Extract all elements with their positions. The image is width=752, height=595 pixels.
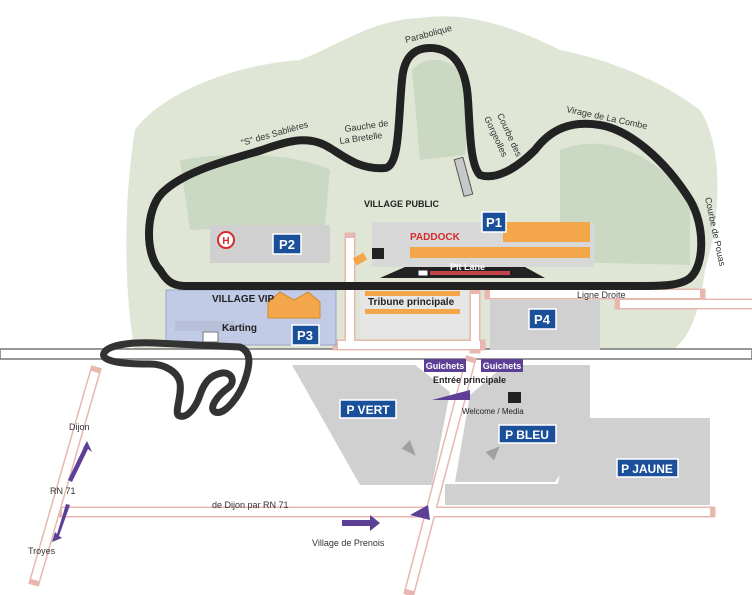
svg-text:Guichets: Guichets <box>426 361 465 371</box>
arrow-p-vert <box>401 440 416 456</box>
tribune-stand-2 <box>365 309 460 314</box>
arrow-from-prenois <box>342 515 380 531</box>
svg-text:P VERT: P VERT <box>346 403 390 417</box>
badge-p4: P4 <box>528 308 557 330</box>
badge-p-jaune: P JAUNE <box>616 458 679 478</box>
label-village-vip: VILLAGE VIP <box>212 294 275 305</box>
label-ligne-droite: Ligne Droite <box>577 290 626 300</box>
grass-parabolique <box>412 59 470 160</box>
paddock-buildings <box>352 222 590 266</box>
label-tribune: Tribune principale <box>368 297 455 308</box>
svg-text:P JAUNE: P JAUNE <box>621 462 673 476</box>
label-pit-lane: Pit Lane <box>450 262 485 272</box>
svg-text:H: H <box>222 236 229 247</box>
arrow-entrance <box>432 390 470 400</box>
bridge <box>453 156 474 198</box>
direction-arrows <box>52 390 470 542</box>
race-track <box>145 44 706 290</box>
label-karting: Karting <box>222 323 257 334</box>
helipad-icon: H <box>217 231 235 249</box>
badge-p-vert: P VERT <box>339 399 397 419</box>
arrow-to-troyes <box>52 504 70 542</box>
svg-text:P1: P1 <box>486 215 502 230</box>
label-village-public: VILLAGE PUBLIC <box>364 199 440 209</box>
pit-lane-kerbs <box>430 271 510 275</box>
svg-text:P4: P4 <box>534 312 551 327</box>
svg-text:Guichets: Guichets <box>483 361 522 371</box>
svg-text:P BLEU: P BLEU <box>505 428 549 442</box>
label-troyes: Troyes <box>28 546 56 556</box>
karting-track <box>100 339 253 420</box>
karting-building <box>175 321 235 343</box>
badge-p3: P3 <box>291 324 320 346</box>
guichets-badge-right: Guichets <box>481 359 523 372</box>
label-rn71: RN 71 <box>50 486 76 496</box>
parking-arrows <box>401 440 500 461</box>
vip-tent <box>267 291 321 319</box>
welcome-building-icon <box>508 392 521 403</box>
label-route-rn71: de Dijon par RN 71 <box>212 500 289 510</box>
grass-left <box>180 154 330 230</box>
arrow-p-bleu <box>485 446 500 461</box>
guichets-badge-left: Guichets <box>424 359 466 372</box>
badge-p1: P1 <box>481 211 507 233</box>
label-welcome: Welcome / Media <box>462 407 524 416</box>
badge-p-bleu: P BLEU <box>498 424 557 444</box>
label-prenois: Village de Prenois <box>312 538 385 548</box>
label-entree: Entrée principale <box>433 375 506 385</box>
label-paddock: PADDOCK <box>410 232 461 243</box>
paddock-dark-building <box>372 248 384 259</box>
road-centerlines <box>31 238 752 592</box>
zone-p-vert <box>292 365 450 485</box>
label-dijon: Dijon <box>69 422 90 432</box>
arrow-junction <box>410 505 430 520</box>
arrow-to-dijon <box>68 441 92 482</box>
zone-p-jaune <box>445 418 710 505</box>
svg-text:P2: P2 <box>279 237 295 252</box>
terrain-area <box>126 16 718 353</box>
pit-lane-checker <box>417 269 429 277</box>
tribune-stand-1 <box>365 291 460 296</box>
svg-text:P3: P3 <box>297 328 313 343</box>
badge-p2: P2 <box>272 233 302 255</box>
